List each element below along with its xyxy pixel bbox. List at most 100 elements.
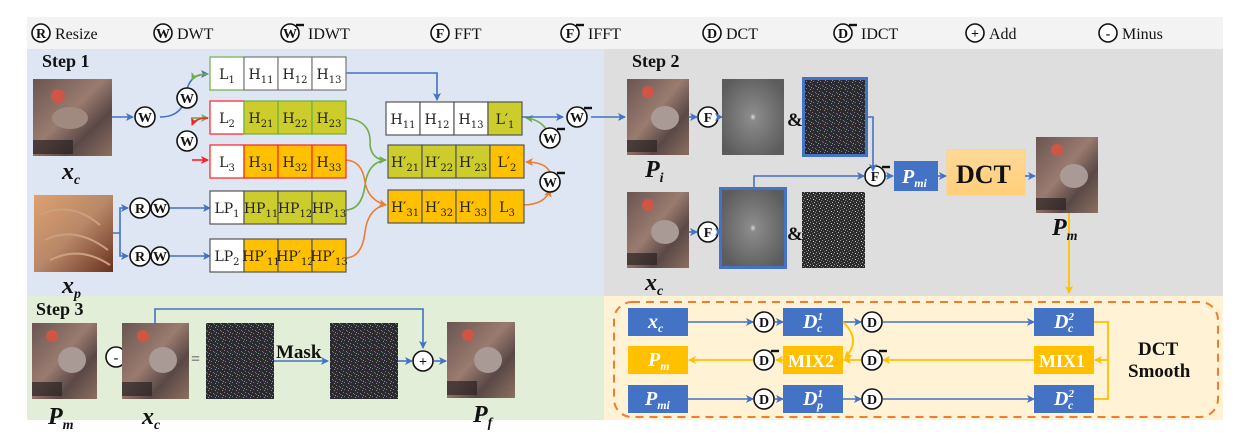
ampersand-top: & — [787, 110, 803, 131]
svg-text:W: W — [543, 176, 557, 191]
subband-cell — [455, 189, 491, 224]
svg-text:+: + — [971, 27, 979, 42]
subband-cell — [243, 56, 279, 91]
step3-title: Step 3 — [36, 299, 84, 319]
add-icon: + — [412, 350, 434, 372]
smooth-dc2b-box — [1034, 385, 1094, 413]
legend-label-dwt: DWT — [177, 26, 214, 43]
subband-label: H23 — [317, 111, 342, 130]
legend-label-idwt: IDWT — [308, 26, 350, 43]
subband-label: H13 — [459, 112, 484, 131]
subband-label: H33 — [317, 155, 342, 174]
subband-cell — [489, 144, 525, 179]
pi-label: Pi — [644, 157, 664, 186]
ampersand-bottom: & — [787, 224, 803, 245]
subband-cell — [277, 56, 313, 91]
subband-label: L′1 — [496, 112, 515, 131]
legend-label-minus: Minus — [1122, 26, 1163, 43]
svg-text:W: W — [543, 132, 557, 147]
svg-text:W: W — [180, 135, 194, 150]
pm-label-step2: Pm — [1051, 215, 1078, 244]
svg-text:R: R — [135, 202, 146, 217]
legend-label-resize: Resize — [55, 26, 98, 43]
dct-icon: D — [753, 311, 775, 333]
subband-label: HP′12 — [276, 249, 314, 268]
svg-text:F: F — [704, 226, 713, 241]
legend-label-dct: DCT — [726, 26, 758, 43]
idwt-icon: W — [539, 127, 565, 149]
smooth-xc-label: xc — [647, 311, 664, 335]
svg-text:F: F — [436, 27, 445, 42]
subband-label: H12 — [425, 112, 450, 131]
xc-label-step3: xc — [141, 404, 161, 433]
svg-text:R: R — [135, 250, 146, 265]
mask-label: Mask — [276, 342, 322, 363]
subband-cell — [209, 56, 245, 91]
smooth-pm-label: Pm — [647, 349, 670, 373]
subband-cell — [311, 238, 347, 273]
dct-box — [946, 149, 1026, 196]
legend-label-fft: FFT — [454, 26, 482, 43]
smooth-mix1-box — [1034, 346, 1094, 374]
pmi-box — [894, 161, 938, 191]
svg-text:W: W — [570, 111, 584, 126]
equals-sign: = — [191, 351, 200, 368]
pf-image — [447, 322, 515, 398]
smooth-title-line2: Smooth — [1128, 361, 1191, 382]
ifft-icon: F — [560, 23, 584, 43]
subband-cell — [209, 190, 245, 225]
subband-label: LP2 — [214, 249, 239, 268]
svg-text:D: D — [759, 354, 769, 369]
pf-label: Pf — [472, 402, 494, 431]
fft-icon: F — [697, 106, 719, 128]
resize-icon: R — [31, 23, 51, 43]
svg-text:-: - — [1106, 27, 1111, 42]
step2-title: Step 2 — [632, 51, 680, 71]
subband-cell — [419, 101, 455, 136]
smooth-pmi-box — [628, 385, 688, 413]
pi-image — [627, 79, 689, 155]
smooth-mix2-box — [783, 346, 843, 374]
xp-image — [34, 195, 113, 272]
smooth-dc2-box — [1034, 308, 1094, 336]
idct-icon: D — [861, 349, 887, 371]
fft-icon: F — [430, 23, 450, 43]
subband-label: H′23 — [459, 155, 487, 174]
subband-label: L2 — [219, 111, 235, 130]
subband-cell — [277, 238, 313, 273]
legend-label-add: Add — [989, 26, 1017, 43]
subband-cell — [387, 189, 423, 224]
resize-icon: R — [129, 245, 151, 267]
subband-cell — [421, 189, 457, 224]
dwt-icon: W — [150, 246, 170, 266]
subband-label: H′21 — [391, 155, 419, 174]
svg-text:D: D — [759, 316, 769, 331]
subband-label: L3 — [499, 200, 515, 219]
dct-box-label: DCT — [956, 160, 1011, 189]
subband-label: H11 — [249, 67, 274, 86]
minus-icon: - — [1098, 23, 1118, 43]
dwt-icon: W — [153, 23, 173, 43]
legend-bar-bg — [27, 17, 1223, 49]
svg-text:W: W — [156, 27, 170, 42]
subband-label: L3 — [219, 155, 235, 174]
legend-label-ifft: IFFT — [588, 26, 621, 43]
dct-smooth-border — [613, 301, 1219, 418]
subband-label: L′2 — [498, 155, 517, 174]
subband-label: H′33 — [459, 200, 487, 219]
resize-icon: R — [129, 197, 151, 219]
dct-icon: D — [861, 311, 883, 333]
svg-text:W: W — [283, 27, 297, 42]
svg-text:D: D — [838, 27, 848, 42]
svg-text:R: R — [36, 27, 47, 42]
svg-text:F: F — [871, 170, 880, 185]
subband-cell — [311, 100, 347, 135]
